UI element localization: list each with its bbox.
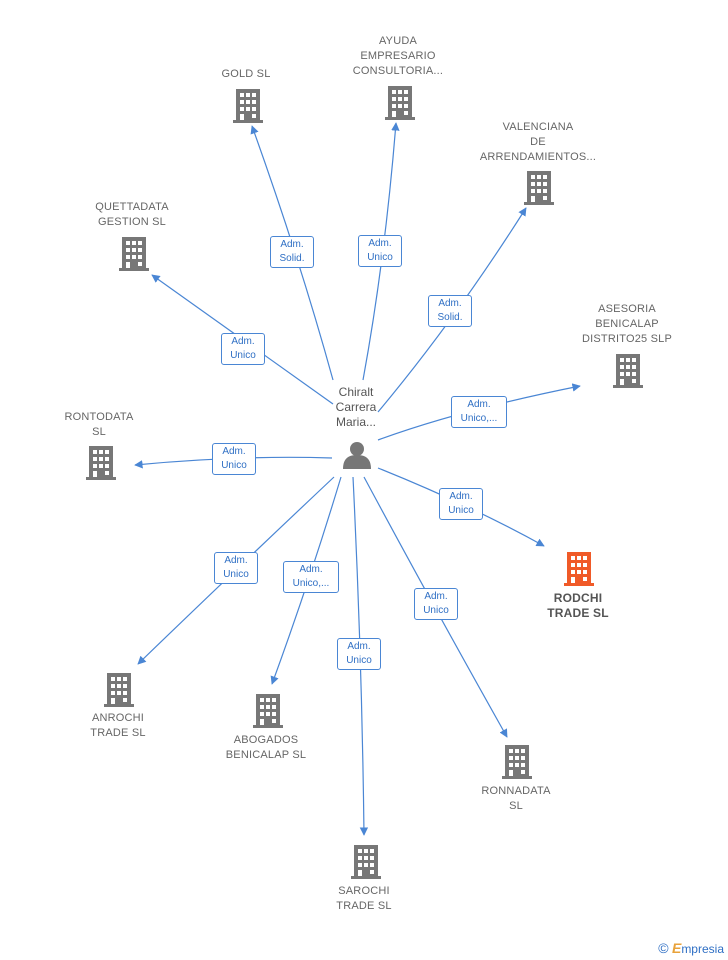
empresia-logo-initial: E [671, 940, 682, 956]
building-icon-sarochi[interactable] [351, 845, 381, 879]
node-label-ronnadata[interactable]: RONNADATA SL [481, 785, 551, 812]
edge-label-asesoria[interactable]: Adm. Unico,... [451, 396, 507, 428]
node-label-quettadata[interactable]: QUETTADATA GESTION SL [95, 201, 169, 228]
building-icon-asesoria[interactable] [613, 354, 643, 388]
building-icon-valenciana[interactable] [524, 171, 554, 205]
building-icon-quettadata[interactable] [119, 237, 149, 271]
center-person-label[interactable]: Chiralt Carrera Maria... [335, 385, 377, 429]
node-label-rodchi[interactable]: RODCHI TRADE SL [547, 591, 609, 620]
edge-label-gold[interactable]: Adm. Solid. [270, 236, 314, 268]
empresia-logo-text: mpresia [681, 942, 724, 956]
edge-label-rodchi[interactable]: Adm. Unico [439, 488, 483, 520]
building-icon-abogados[interactable] [253, 694, 283, 728]
building-icon-ayuda[interactable] [385, 86, 415, 120]
person-icon[interactable] [343, 442, 371, 469]
building-icon-rontodata[interactable] [86, 446, 116, 480]
node-label-valenciana[interactable]: VALENCIANA DE ARRENDAMIENTOS... [479, 121, 597, 163]
edge-label-valenciana[interactable]: Adm. Solid. [428, 295, 472, 327]
empresia-watermark: © Empresia [658, 940, 724, 956]
node-label-rontodata[interactable]: RONTODATA SL [64, 411, 134, 438]
node-label-abogados[interactable]: ABOGADOS BENICALAP SL [225, 734, 307, 761]
edge-label-anrochi[interactable]: Adm. Unico [214, 552, 258, 584]
building-icon-anrochi[interactable] [104, 673, 134, 707]
edge-label-ayuda[interactable]: Adm. Unico [358, 235, 402, 267]
edge-label-sarochi[interactable]: Adm. Unico [337, 638, 381, 670]
node-label-gold[interactable]: GOLD SL [221, 68, 271, 80]
building-icon-rodchi[interactable] [564, 552, 594, 586]
edge-label-quettadata[interactable]: Adm. Unico [221, 333, 265, 365]
copyright-symbol: © [658, 940, 669, 956]
edge-label-ronnadata[interactable]: Adm. Unico [414, 588, 458, 620]
edge-label-rontodata[interactable]: Adm. Unico [212, 443, 256, 475]
building-icon-ronnadata[interactable] [502, 745, 532, 779]
building-icon-gold[interactable] [233, 89, 263, 123]
node-label-ayuda[interactable]: AYUDA EMPRESARIO CONSULTORIA... [352, 35, 444, 77]
edge-label-abogados[interactable]: Adm. Unico,... [283, 561, 339, 593]
node-label-anrochi[interactable]: ANROCHI TRADE SL [90, 712, 146, 739]
node-label-asesoria[interactable]: ASESORIA BENICALAP DISTRITO25 SLP [581, 303, 673, 345]
node-label-sarochi[interactable]: SAROCHI TRADE SL [336, 885, 392, 912]
